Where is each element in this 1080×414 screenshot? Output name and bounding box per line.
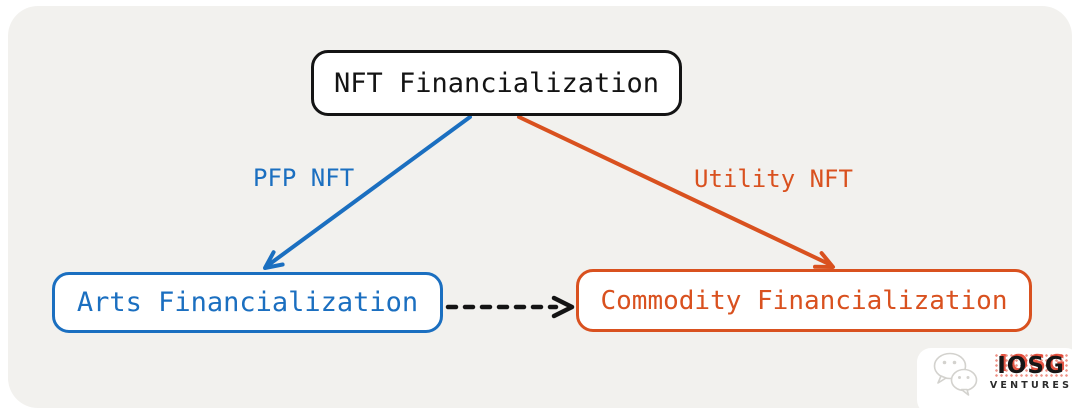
arrow-arts-to-commodity (445, 295, 575, 319)
brand-unit-text: VENTURES (989, 380, 1073, 391)
node-label: Commodity Financialization (600, 285, 1008, 316)
node-arts-financialization: Arts Financialization (52, 272, 443, 333)
node-commodity-financialization: Commodity Financialization (576, 269, 1032, 332)
edge-label-pfp-nft: PFP NFT (253, 164, 355, 192)
wechat-icon (933, 352, 978, 396)
watermark-text: IOSG IOSG VENTURES (988, 351, 1074, 391)
node-label: NFT Financialization (333, 67, 660, 99)
node-nft-financialization: NFT Financialization (311, 50, 682, 116)
brand-logo-red-layer: IOSG (999, 351, 1067, 377)
brand-logo: IOSG IOSG (994, 351, 1068, 379)
edge-label-utility-nft: Utility NFT (694, 165, 853, 193)
node-label: Arts Financialization (76, 287, 419, 318)
arrow-utility (517, 115, 835, 269)
brand-logo-text: IOSG (997, 353, 1065, 379)
arrow-pfp (263, 115, 472, 270)
watermark-badge: IOSG IOSG VENTURES (917, 348, 1080, 414)
